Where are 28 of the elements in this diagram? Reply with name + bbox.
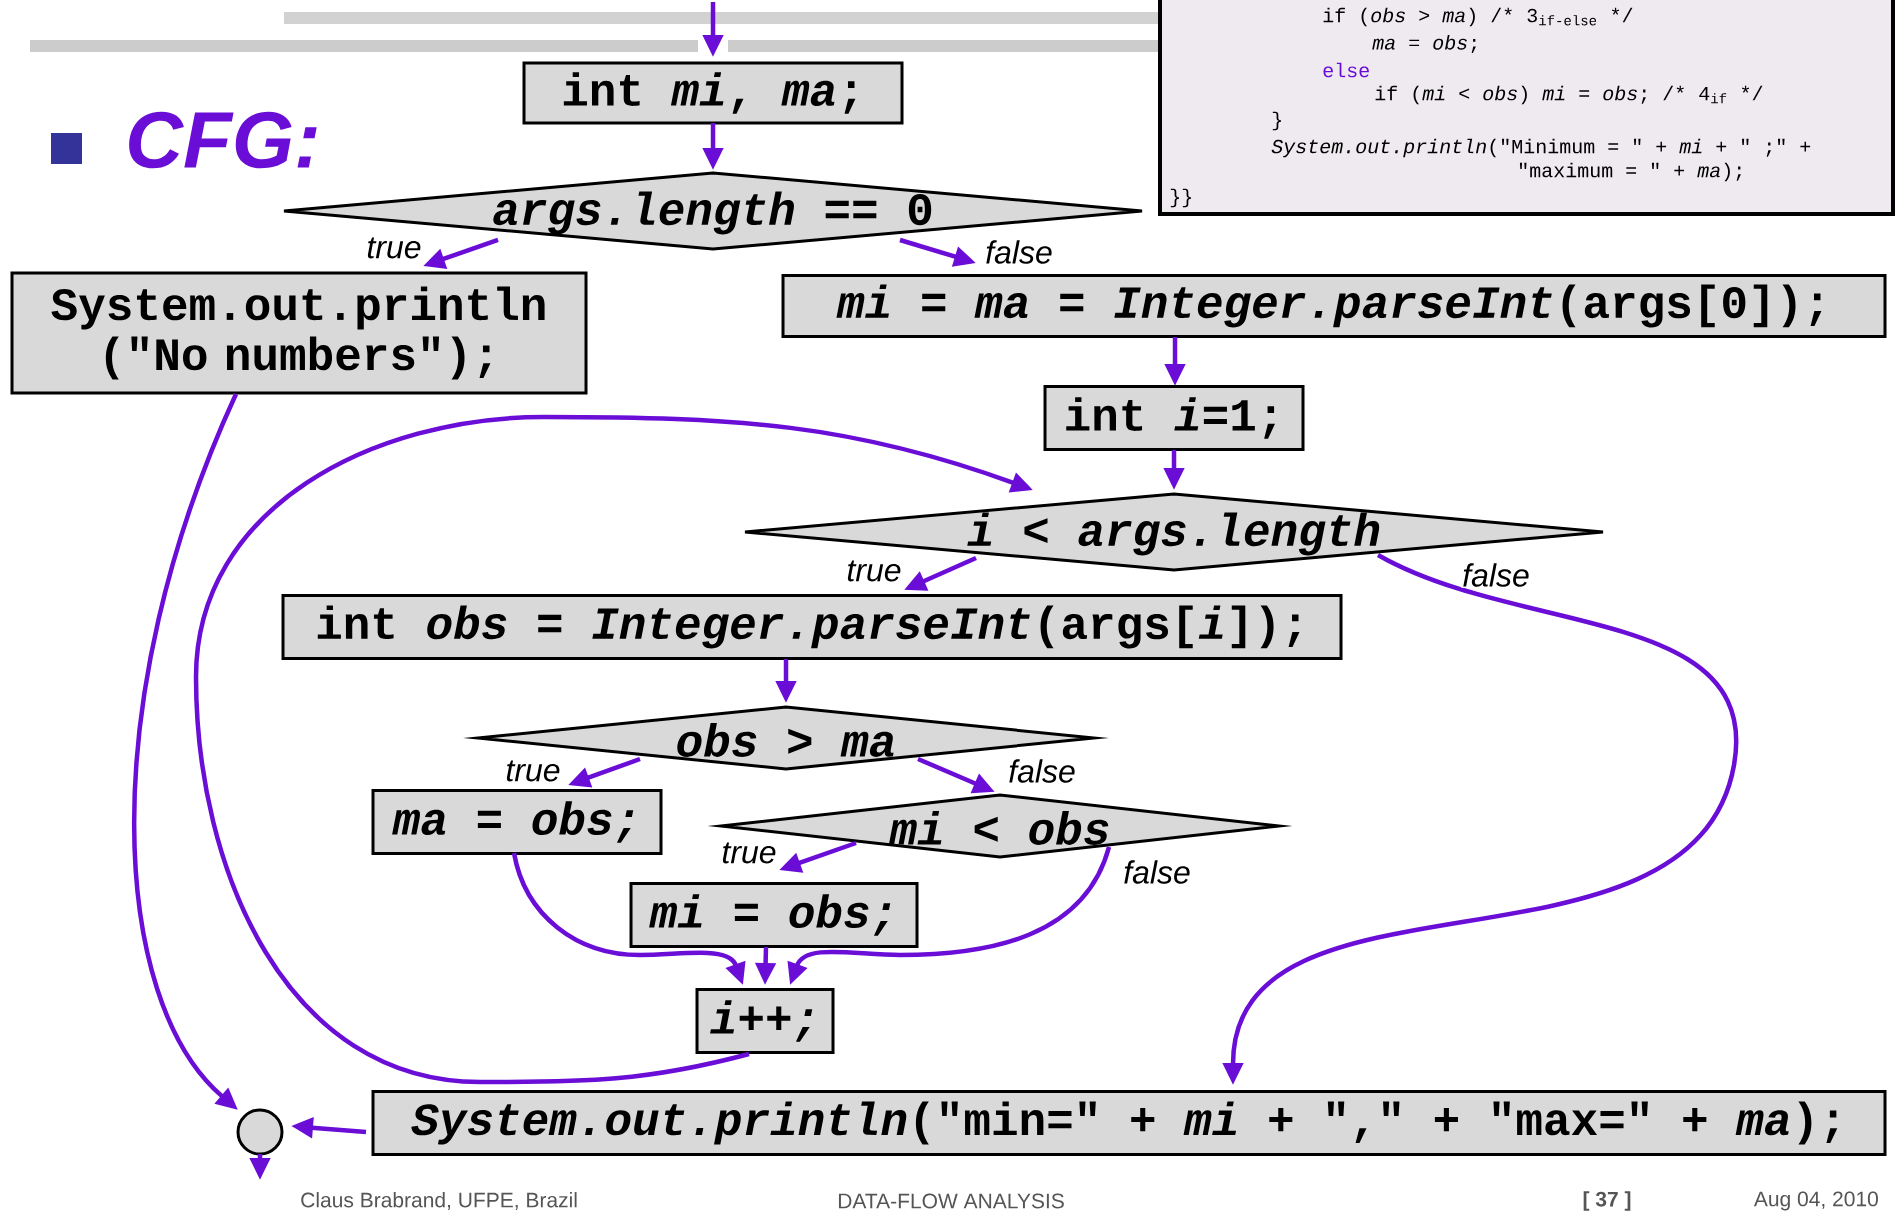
code-line: if (mi < obs) mi = obs; /* 4$_{if}$ */ <box>1375 85 1763 105</box>
process-box: i++; <box>695 988 835 1054</box>
code-line: else <box>1323 62 1369 78</box>
footer-text: Claus Brabrand, UFPE, Brazil <box>301 1192 577 1210</box>
process-box: int i=1; <box>1043 385 1305 451</box>
junction-circle <box>236 1108 284 1156</box>
process-box: int mi, ma; <box>522 61 904 125</box>
footer-text: Aug 04, 2010 <box>1753 1191 1878 1211</box>
footer-text: [ 37 ] <box>1583 1191 1631 1211</box>
code-line: ma = obs; <box>1372 35 1476 53</box>
edge-label: true <box>504 759 562 783</box>
process-box: System.out.println("min=" + mi + "," + "max=" + ma); <box>371 1090 1887 1156</box>
code-line: }} <box>1170 188 1191 208</box>
code-line: System.out.println("Minimum = " + mi + " ;" + <box>1271 138 1811 158</box>
process-box: ma = obs; <box>371 789 663 855</box>
edge-label: false <box>1461 562 1531 588</box>
process-box: mi = ma = Integer.parseInt(args[0]); <box>781 274 1887 338</box>
code-line: if (obs > ma) /* 3$_{if-else}$ */ <box>1323 7 1633 27</box>
edge-label: false <box>1007 758 1077 784</box>
title: CFG: <box>129 111 317 169</box>
footer-text: DATA-FLOW ANALYSIS <box>838 1193 1064 1209</box>
edge-label: true <box>720 841 778 865</box>
process-box: int obs = Integer.parseInt(args[i]); <box>281 594 1343 660</box>
process-box: mi = obs; <box>629 882 919 948</box>
code-line: } <box>1272 111 1281 131</box>
code-line: "maximum = " + ma); <box>1519 162 1741 182</box>
edge-label: false <box>1122 859 1192 885</box>
process-box: System.out.println ("No numbers"); <box>10 271 588 395</box>
